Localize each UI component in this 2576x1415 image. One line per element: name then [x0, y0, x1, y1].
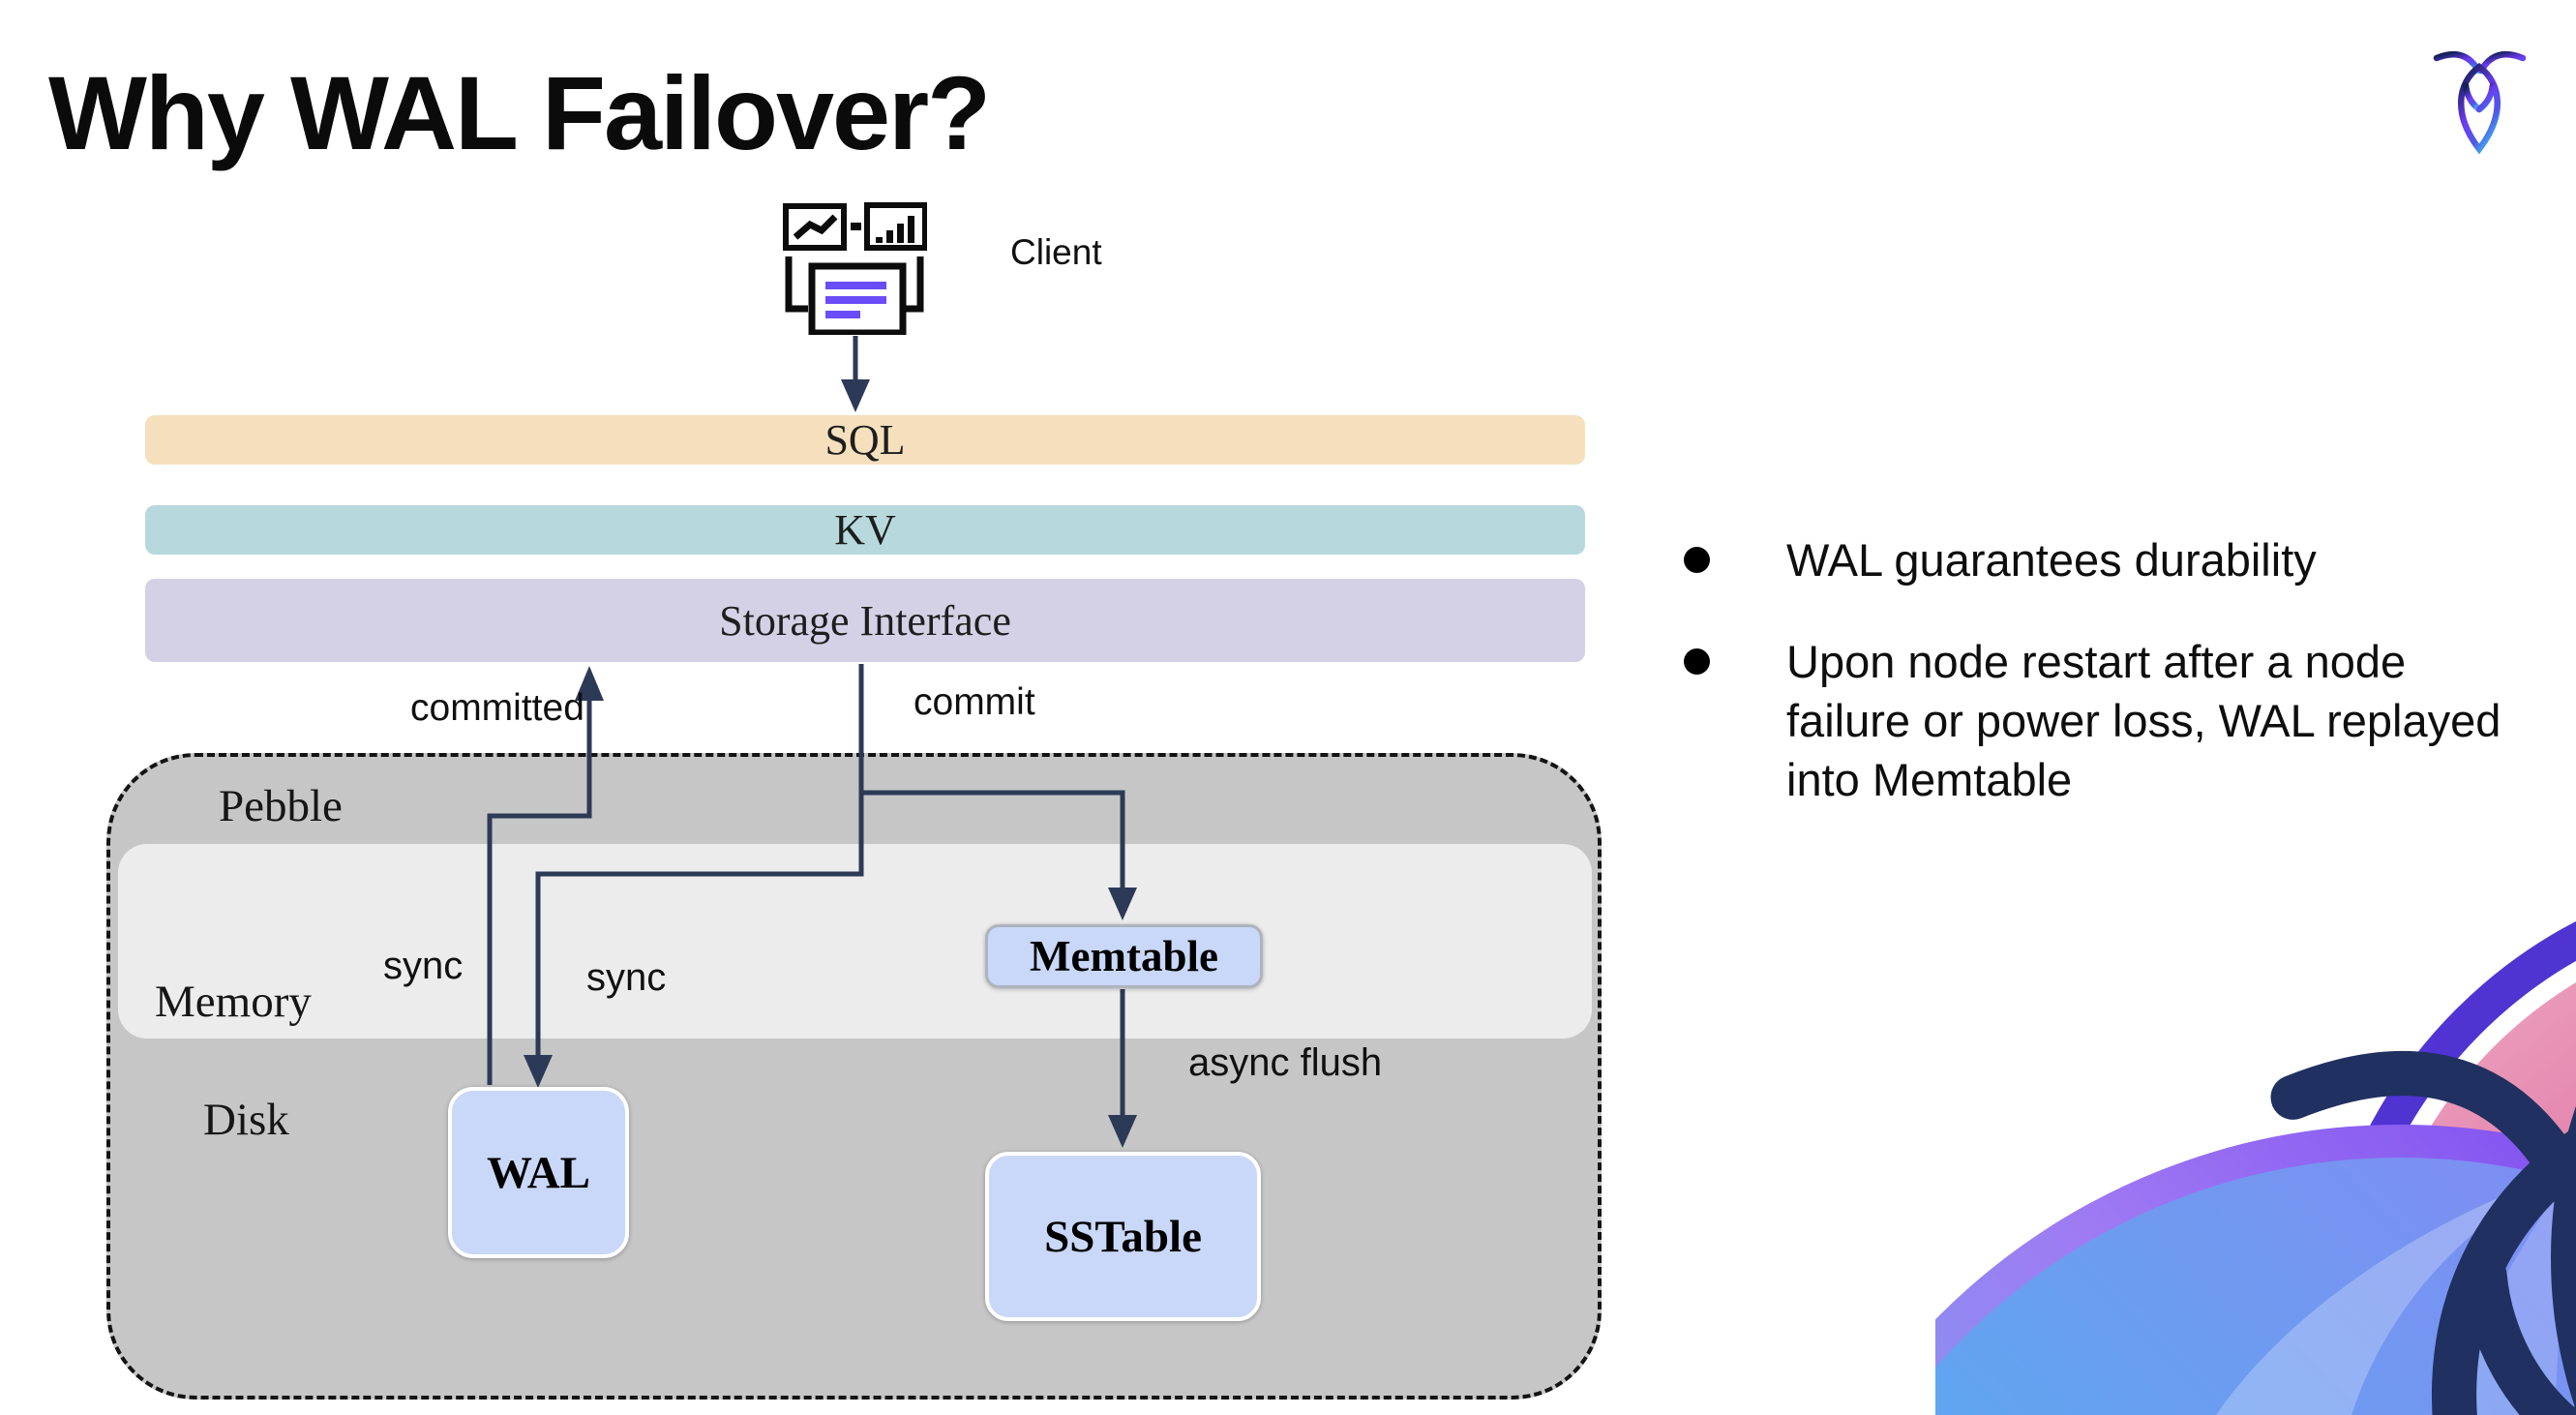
bullet-text: WAL guarantees durability	[1786, 534, 2317, 586]
sstable-box: SSTable	[985, 1152, 1261, 1321]
sstable-box-label: SSTable	[1044, 1211, 1202, 1262]
line-chart-icon	[783, 203, 847, 251]
bullet-item: WAL guarantees durability	[1684, 530, 2555, 589]
async-flush-label: async flush	[1188, 1041, 1383, 1084]
wal-box-label: WAL	[486, 1147, 591, 1198]
document-icon	[808, 262, 907, 335]
disk-label: Disk	[203, 1095, 289, 1145]
memory-band	[118, 844, 1592, 1039]
bar-chart-icon	[864, 202, 927, 251]
memtable-box-label: Memtable	[1030, 932, 1218, 980]
layer-bar-storage-interface: Storage Interface	[145, 579, 1585, 662]
bullet-list: WAL guarantees durability Upon node rest…	[1684, 530, 2555, 852]
commit-label: commit	[914, 681, 1035, 723]
sync-label-upper: sync	[383, 945, 464, 987]
committed-label: committed	[410, 687, 584, 729]
sync-label-lower: sync	[586, 956, 667, 999]
bullet-text: Upon node restart after a node failure o…	[1786, 636, 2501, 805]
layer-bar-sql: SQL	[145, 415, 1585, 465]
memory-label: Memory	[155, 977, 312, 1027]
layer-bar-kv: KV	[145, 505, 1585, 555]
cockroachdb-logo-icon	[2433, 51, 2527, 155]
giant-cockroach-outline-icon	[2270, 1050, 2576, 1415]
bullet-item: Upon node restart after a node failure o…	[1684, 632, 2555, 809]
bullet-dot-icon	[1684, 648, 1710, 675]
pebble-label: Pebble	[219, 781, 343, 831]
layer-bar-kv-label: KV	[834, 506, 896, 554]
bracket-icons	[785, 256, 924, 313]
layer-bar-sql-label: SQL	[824, 416, 906, 464]
client-label: Client	[1010, 232, 1102, 272]
bullet-dot-icon	[1684, 547, 1710, 573]
brand-corner-art	[1935, 921, 2576, 1415]
dark-ring-arc	[2551, 1105, 2576, 1411]
wal-box: WAL	[448, 1087, 629, 1258]
page-title: Why WAL Failover?	[48, 54, 991, 171]
layer-bar-storage-interface-label: Storage Interface	[719, 596, 1011, 645]
client-terminal-icon	[783, 202, 927, 335]
memtable-box: Memtable	[985, 924, 1263, 988]
dash-connector	[851, 223, 861, 230]
brand-circles	[1935, 921, 2576, 1415]
